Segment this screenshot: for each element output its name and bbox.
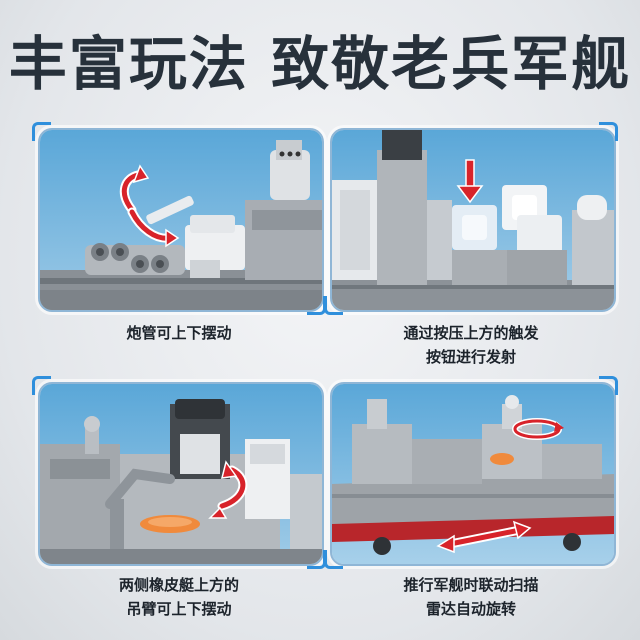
- curved-arrow-icon: [119, 164, 180, 248]
- page-title: 丰富玩法 致敬老兵军舰: [8, 30, 632, 98]
- down-arrow-icon: [456, 159, 484, 204]
- panel-image-davit: [38, 382, 324, 566]
- panel-caption: 通过按压上方的触发: [403, 324, 539, 342]
- corner-bracket: [599, 376, 618, 395]
- panel-caption: 推行军舰时联动扫描: [403, 576, 539, 594]
- curved-arrow-icon: [208, 460, 248, 519]
- panel-image-gun: [38, 128, 324, 312]
- corner-bracket: [32, 376, 51, 395]
- panel-caption: 按钮进行发射: [425, 348, 516, 366]
- corner-bracket: [599, 122, 618, 141]
- panel-caption: 吊臂可上下摆动: [126, 600, 232, 618]
- panel-caption: 雷达自动旋转: [425, 600, 516, 618]
- rotate-arrow-icon: [512, 418, 564, 440]
- corner-bracket: [32, 122, 51, 141]
- panel-caption: 炮管可上下摆动: [126, 324, 232, 342]
- panel-image-launch: [330, 128, 616, 312]
- panel-caption: 两侧橡皮艇上方的: [118, 576, 239, 594]
- double-arrow-icon: [436, 520, 532, 554]
- corner-bracket: [324, 550, 343, 569]
- corner-bracket: [324, 296, 343, 315]
- panel-image-radar: [330, 382, 616, 566]
